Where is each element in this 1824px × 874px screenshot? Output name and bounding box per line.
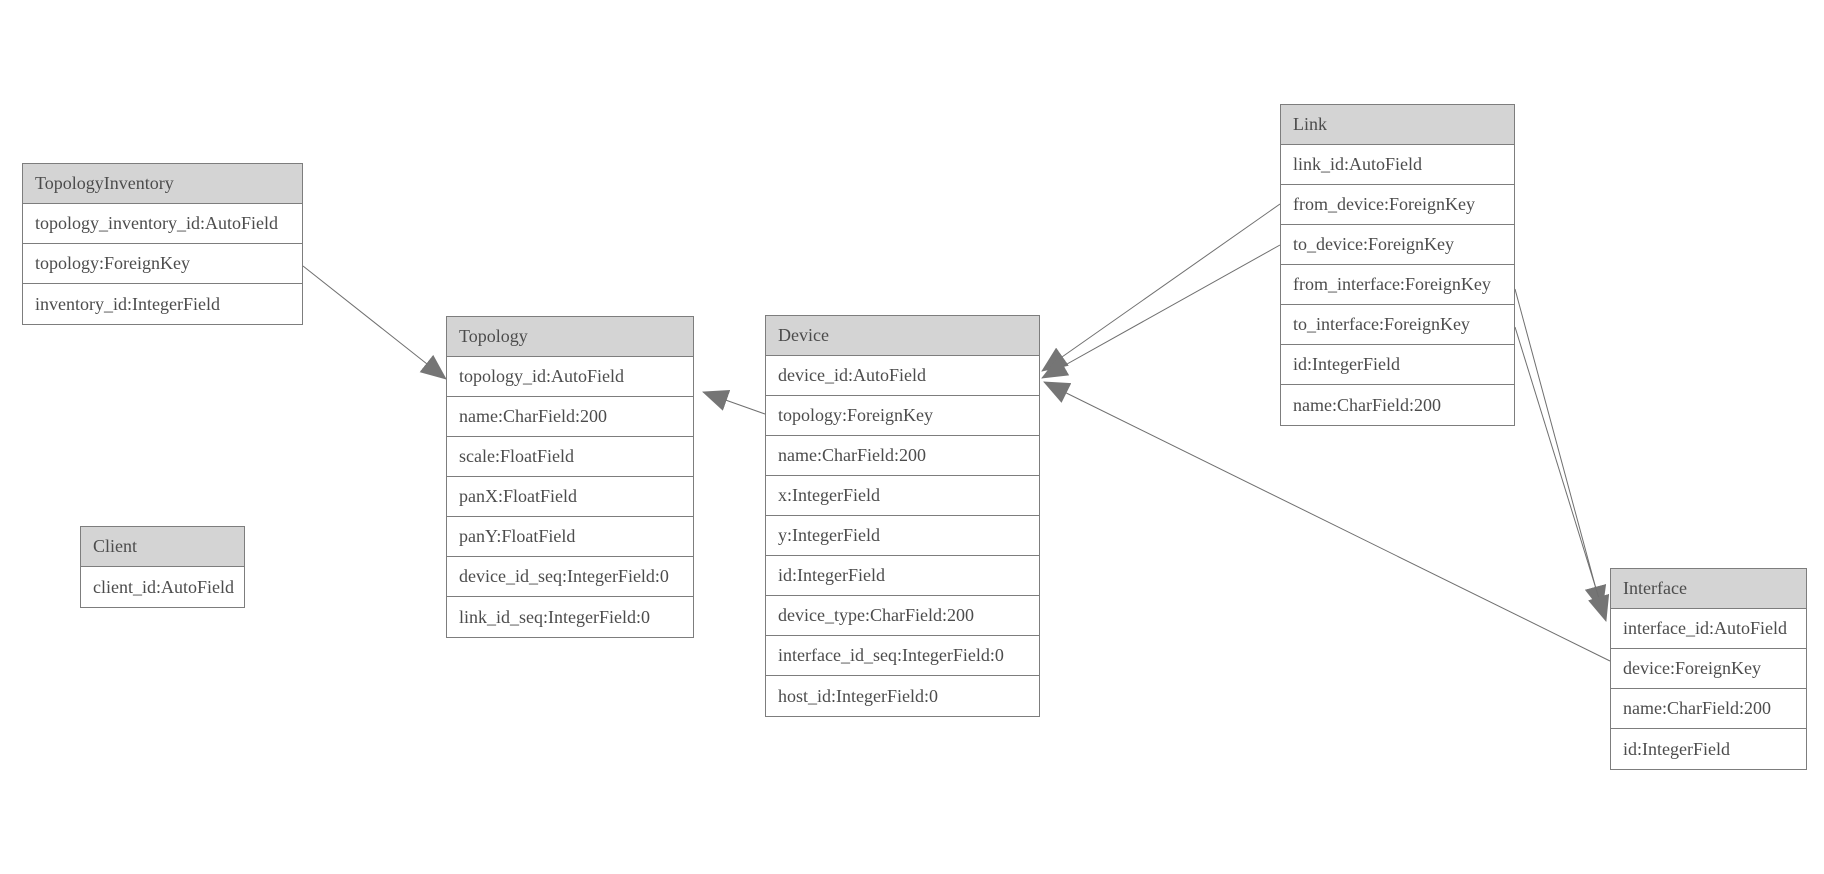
edge-link-from-interface-to-interface (1514, 288, 1607, 612)
field-row: scale:FloatField (447, 437, 693, 477)
field-row: host_id:IntegerField:0 (766, 676, 1039, 716)
field-row: topology:ForeignKey (766, 396, 1039, 436)
field-row: y:IntegerField (766, 516, 1039, 556)
field-row: device_id:AutoField (766, 356, 1039, 396)
edge-topologyinventory-topology-to-topology (302, 265, 447, 380)
entity-title-client: Client (81, 527, 244, 567)
edge-link-to-device-to-device (1041, 244, 1281, 379)
entity-title-interface: Interface (1611, 569, 1806, 609)
field-row: panX:FloatField (447, 477, 693, 517)
field-row: to_device:ForeignKey (1281, 225, 1514, 265)
field-row: device_id_seq:IntegerField:0 (447, 557, 693, 597)
field-row: id:IntegerField (1281, 345, 1514, 385)
field-row: topology_id:AutoField (447, 357, 693, 397)
edge-device-topology-to-topology (702, 389, 766, 415)
edge-link-to-interface-to-interface (1514, 326, 1610, 622)
field-row: device_type:CharField:200 (766, 596, 1039, 636)
field-row: client_id:AutoField (81, 567, 244, 607)
field-row: name:CharField:200 (447, 397, 693, 437)
field-row: interface_id:AutoField (1611, 609, 1806, 649)
field-row: to_interface:ForeignKey (1281, 305, 1514, 345)
field-row: from_interface:ForeignKey (1281, 265, 1514, 305)
field-row: topology:ForeignKey (23, 244, 302, 284)
field-row: name:CharField:200 (766, 436, 1039, 476)
field-row: topology_inventory_id:AutoField (23, 204, 302, 244)
field-row: interface_id_seq:IntegerField:0 (766, 636, 1039, 676)
entity-title-link: Link (1281, 105, 1514, 145)
field-row: device:ForeignKey (1611, 649, 1806, 689)
edge-interface-device-to-device (1043, 381, 1611, 662)
field-row: inventory_id:IntegerField (23, 284, 302, 324)
entity-title-topologyinventory: TopologyInventory (23, 164, 302, 204)
field-row: from_device:ForeignKey (1281, 185, 1514, 225)
field-row: name:CharField:200 (1281, 385, 1514, 425)
field-row: id:IntegerField (1611, 729, 1806, 769)
edge-link-from-device-to-device (1041, 203, 1281, 372)
entity-title-device: Device (766, 316, 1039, 356)
field-row: x:IntegerField (766, 476, 1039, 516)
field-row: link_id_seq:IntegerField:0 (447, 597, 693, 637)
field-row: link_id:AutoField (1281, 145, 1514, 185)
field-row: name:CharField:200 (1611, 689, 1806, 729)
field-row: panY:FloatField (447, 517, 693, 557)
field-row: id:IntegerField (766, 556, 1039, 596)
entity-title-topology: Topology (447, 317, 693, 357)
